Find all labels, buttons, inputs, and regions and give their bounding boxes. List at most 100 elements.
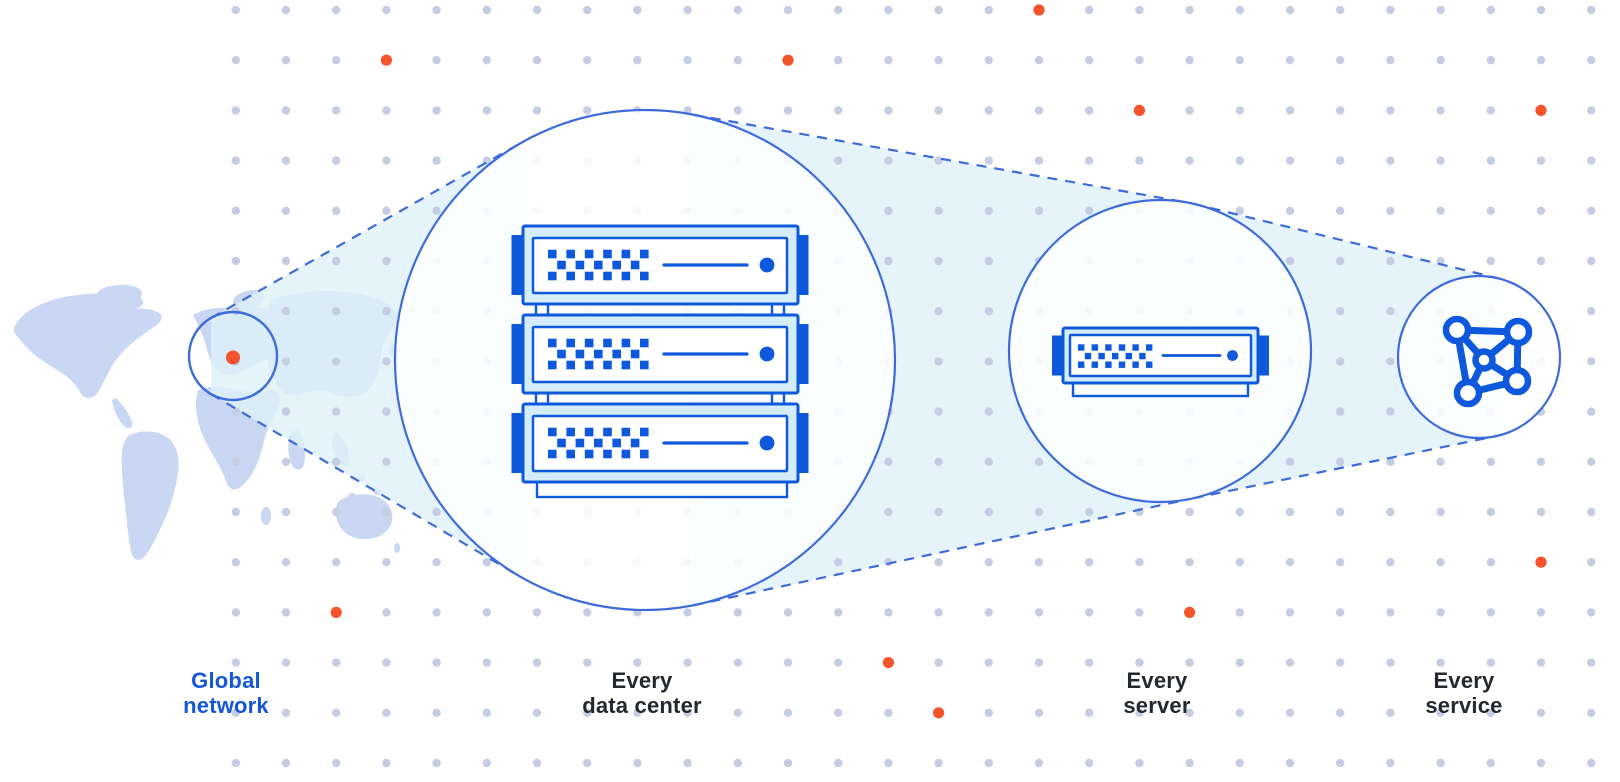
grid-dot <box>1235 608 1245 617</box>
grid-dot <box>1336 156 1345 165</box>
grid-dot <box>382 608 391 617</box>
grid-dot <box>1135 5 1144 15</box>
server-pedestal <box>1071 381 1250 398</box>
grid-dot <box>1085 5 1094 15</box>
grid-dot <box>231 507 240 517</box>
grid-dot <box>783 608 793 617</box>
grid-dot <box>1336 357 1345 366</box>
grid-dot <box>733 5 742 15</box>
grid-dot <box>1386 758 1395 768</box>
grid-dot <box>884 56 893 65</box>
accent-dot <box>882 657 895 669</box>
grid-dot <box>934 106 943 115</box>
grid-dot <box>231 5 240 15</box>
led-square <box>548 449 557 459</box>
led-square <box>575 438 585 448</box>
grid-dot <box>583 708 592 717</box>
grid-dot <box>884 708 893 717</box>
led-square <box>584 449 594 459</box>
led-square <box>1091 344 1098 351</box>
led-square <box>548 360 557 370</box>
grid-dot <box>532 658 542 667</box>
grid-dot <box>984 457 993 466</box>
map-new-zealand <box>394 543 400 553</box>
led-square <box>584 360 594 370</box>
grid-dot <box>1336 708 1345 717</box>
grid-dot <box>733 106 742 115</box>
network-center-node <box>1472 348 1496 372</box>
led-square <box>557 260 566 270</box>
grid-dot <box>1386 407 1395 416</box>
grid-dot <box>332 507 341 517</box>
grid-dot <box>1587 608 1596 617</box>
grid-dot <box>1034 206 1044 215</box>
grid-dot <box>432 5 441 15</box>
grid-dot <box>281 658 291 667</box>
location-dot-icon <box>226 350 240 365</box>
grid-dot <box>984 256 993 266</box>
grid-dot <box>1135 156 1144 165</box>
map-north-america <box>13 293 162 398</box>
network-node <box>1442 315 1472 345</box>
grid-dot <box>281 758 291 768</box>
led-square <box>640 449 649 459</box>
led-square <box>630 349 640 359</box>
dash-lower-2 <box>692 498 1190 607</box>
grid-dot <box>633 758 642 768</box>
led-square <box>640 271 649 281</box>
grid-dot <box>382 658 391 667</box>
server-rack <box>511 224 809 499</box>
grid-dot <box>281 507 291 517</box>
accent-dot <box>782 54 794 66</box>
grid-dot <box>382 708 391 717</box>
led-square <box>557 349 566 359</box>
grid-dot <box>1386 357 1395 366</box>
grid-dot <box>1587 558 1596 567</box>
grid-dot <box>934 156 943 165</box>
server-led-matrix <box>548 249 649 281</box>
grid-dot <box>1386 256 1395 266</box>
grid-dot <box>532 608 542 617</box>
dash-upper-3 <box>1192 202 1498 280</box>
grid-dot <box>733 758 742 768</box>
grid-dot <box>432 658 441 667</box>
grid-dot <box>1536 758 1546 768</box>
grid-dot <box>934 558 943 567</box>
grid-dot <box>281 608 291 617</box>
grid-dot <box>1436 658 1445 667</box>
grid-dot <box>1185 56 1194 65</box>
grid-dot <box>1085 156 1094 165</box>
accent-dot <box>933 707 945 719</box>
led-square <box>566 338 575 348</box>
grid-dot <box>583 106 592 115</box>
grid-dot <box>332 256 341 266</box>
grid-dot <box>231 457 240 466</box>
dash-upper-1 <box>210 142 521 319</box>
led-square <box>594 260 603 270</box>
grid-dot <box>834 5 843 15</box>
server-faceplate <box>531 414 789 473</box>
grid-dot <box>332 457 341 466</box>
grid-dot <box>583 56 592 65</box>
led-square <box>584 338 594 348</box>
grid-dot <box>1336 206 1345 215</box>
grid-dot <box>1587 206 1596 215</box>
led-square <box>584 249 594 259</box>
grid-dot <box>984 558 993 567</box>
led-square <box>1078 361 1085 368</box>
grid-dot <box>583 658 592 667</box>
grid-dot <box>1336 608 1345 617</box>
grid-dot <box>783 758 793 768</box>
led-square <box>603 271 612 281</box>
grid-dot <box>1285 507 1295 517</box>
led-square <box>1078 344 1085 351</box>
led-square <box>603 338 612 348</box>
grid-dot <box>1587 407 1596 416</box>
led-square <box>1105 344 1112 351</box>
led-square <box>640 338 649 348</box>
grid-dot <box>532 758 542 768</box>
grid-dot <box>1034 106 1044 115</box>
grid-dot <box>482 708 491 717</box>
grid-dot <box>1587 507 1596 517</box>
led-square <box>640 360 649 370</box>
